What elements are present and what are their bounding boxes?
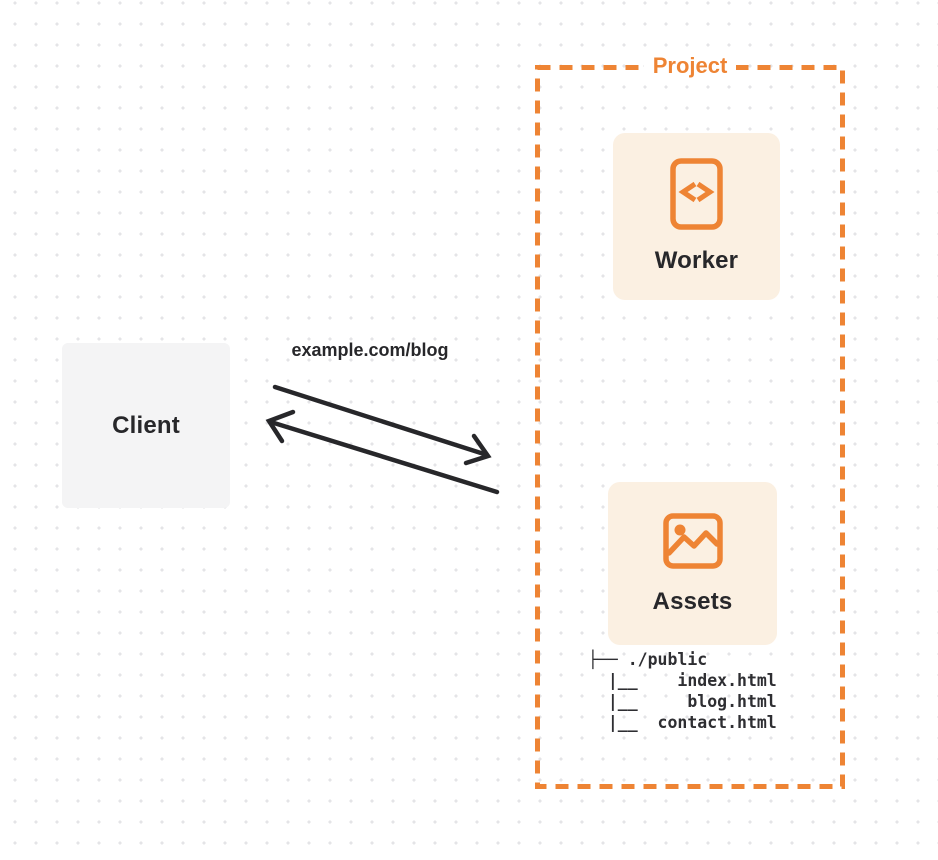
project-label-wrap: Project (537, 51, 843, 81)
response-arrow (265, 409, 500, 495)
worker-node: Worker (613, 133, 780, 300)
project-boundary (535, 65, 845, 789)
assets-label: Assets (652, 588, 733, 615)
client-node: Client (62, 343, 230, 508)
worker-label: Worker (654, 247, 739, 274)
file-tree: ├── ./public |__ index.html |__ blog.htm… (588, 650, 777, 732)
image-icon (662, 513, 723, 569)
assets-node: Assets (608, 482, 777, 645)
client-label: Client (112, 411, 180, 439)
code-file-icon (670, 158, 723, 230)
request-url-label: example.com/blog (291, 340, 449, 360)
project-label: Project (643, 51, 737, 81)
request-arrow (272, 384, 492, 466)
